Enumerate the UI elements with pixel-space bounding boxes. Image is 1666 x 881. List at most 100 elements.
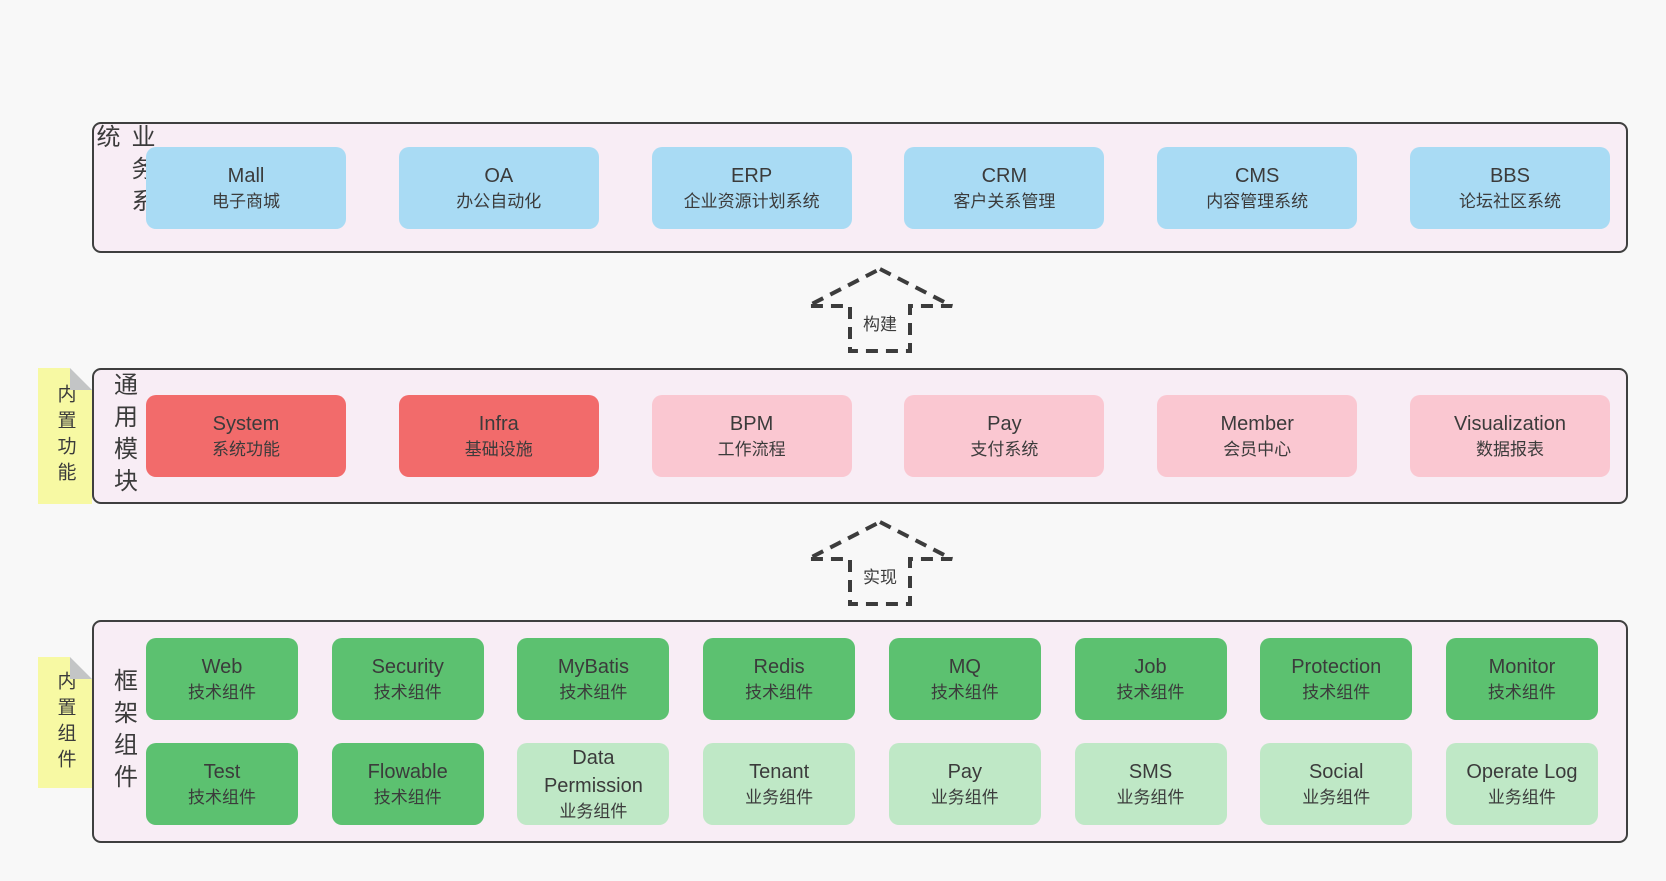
box-subtitle: 技术组件 xyxy=(1302,683,1371,703)
box-title: OA xyxy=(484,164,514,187)
box-title: Job xyxy=(1134,656,1167,679)
box-subtitle: 办公自动化 xyxy=(456,191,542,211)
box-job: Job 技术组件 xyxy=(1074,638,1227,720)
box-social: Social 业务组件 xyxy=(1260,743,1413,825)
box-subtitle: 论坛社区系统 xyxy=(1458,191,1561,211)
box-subtitle: 内容管理系统 xyxy=(1206,191,1309,211)
box-subtitle: 数据报表 xyxy=(1475,440,1544,460)
box-subtitle: 系统功能 xyxy=(212,440,280,460)
folded-corner-icon xyxy=(70,368,92,390)
box-sms: SMS 业务组件 xyxy=(1074,743,1227,825)
box-title: Test xyxy=(203,761,241,784)
box-subtitle: 电子商城 xyxy=(212,191,280,211)
box-title: MQ xyxy=(948,656,981,679)
box-title: Social xyxy=(1308,761,1364,784)
box-system: System 系统功能 xyxy=(146,395,346,477)
box-subtitle: 技术组件 xyxy=(930,683,999,703)
box-title: Pay xyxy=(947,761,983,784)
box-title: CRM xyxy=(981,164,1028,187)
box-title: MyBatis xyxy=(557,656,629,679)
box-subtitle: 技术组件 xyxy=(1116,683,1185,703)
implement-arrow: 实现 xyxy=(805,519,955,607)
box-title: System xyxy=(212,413,280,436)
box-flowable: Flowable 技术组件 xyxy=(331,743,484,825)
layer-label-business-systems: 业务系统 xyxy=(92,124,154,220)
build-arrow-label: 构建 xyxy=(859,310,901,335)
box-title: Security xyxy=(371,656,444,679)
sticky-label: 内置组件 xyxy=(54,670,76,775)
box-subtitle: 技术组件 xyxy=(1487,683,1556,703)
box-title: Flowable xyxy=(367,761,448,784)
box-title: BPM xyxy=(729,413,774,436)
box-title: CMS xyxy=(1234,164,1280,187)
box-subtitle: 技术组件 xyxy=(373,788,442,808)
box-title: ERP xyxy=(731,164,773,187)
box-subtitle: 会员中心 xyxy=(1223,440,1292,460)
box-subtitle: 业务组件 xyxy=(1116,788,1185,808)
box-title: Member xyxy=(1220,413,1294,436)
box-pay: Pay 业务组件 xyxy=(888,743,1041,825)
box-crm: CRM 客户关系管理 xyxy=(904,146,1105,229)
sticky-built-in-components: 内置组件 xyxy=(38,657,92,788)
box-protection: Protection 技术组件 xyxy=(1260,638,1413,720)
implement-arrow-label: 实现 xyxy=(859,563,901,588)
build-arrow: 构建 xyxy=(805,266,955,354)
sticky-label: 内置功能 xyxy=(54,384,76,488)
box-cms: CMS 内容管理系统 xyxy=(1157,146,1358,229)
box-operate-log: Operate Log 业务组件 xyxy=(1445,743,1598,825)
box-title: Data Permission xyxy=(543,747,643,798)
dashed-up-arrow-icon xyxy=(807,519,953,606)
box-title: Pay xyxy=(987,413,1022,436)
box-tenant: Tenant 业务组件 xyxy=(703,743,856,825)
folded-corner-icon xyxy=(70,657,92,679)
box-subtitle: 技术组件 xyxy=(559,683,628,703)
box-subtitle: 技术组件 xyxy=(373,683,442,703)
box-title: Infra xyxy=(478,413,519,436)
box-data-permission: Data Permission 业务组件 xyxy=(517,743,670,825)
box-oa: OA 办公自动化 xyxy=(398,146,599,229)
box-security: Security 技术组件 xyxy=(331,638,484,720)
box-subtitle: 工作流程 xyxy=(717,440,786,460)
box-subtitle: 业务组件 xyxy=(559,802,628,822)
box-subtitle: 业务组件 xyxy=(930,788,999,808)
box-mq: MQ 技术组件 xyxy=(888,638,1041,720)
box-title: Redis xyxy=(753,656,805,679)
box-bbs: BBS 论坛社区系统 xyxy=(1409,146,1610,229)
dashed-up-arrow-icon xyxy=(807,266,953,353)
box-web: Web 技术组件 xyxy=(146,638,298,720)
layer-label-common-modules: 通用模块 xyxy=(109,372,137,500)
box-subtitle: 支付系统 xyxy=(970,440,1039,460)
box-title: Tenant xyxy=(749,761,810,784)
box-subtitle: 业务组件 xyxy=(1302,788,1371,808)
box-title: Web xyxy=(201,656,243,679)
box-bpm: BPM 工作流程 xyxy=(651,395,852,477)
box-title: Operate Log xyxy=(1466,761,1578,784)
box-title: Protection xyxy=(1291,656,1382,679)
box-member: Member 会员中心 xyxy=(1157,395,1358,477)
box-subtitle: 业务组件 xyxy=(745,788,814,808)
box-subtitle: 客户关系管理 xyxy=(953,191,1056,211)
box-title: SMS xyxy=(1128,761,1173,784)
box-title: BBS xyxy=(1489,164,1530,187)
box-subtitle: 技术组件 xyxy=(188,683,256,703)
box-subtitle: 业务组件 xyxy=(1487,788,1556,808)
sticky-built-in-functions: 内置功能 xyxy=(38,368,92,504)
box-mybatis: MyBatis 技术组件 xyxy=(517,638,670,720)
